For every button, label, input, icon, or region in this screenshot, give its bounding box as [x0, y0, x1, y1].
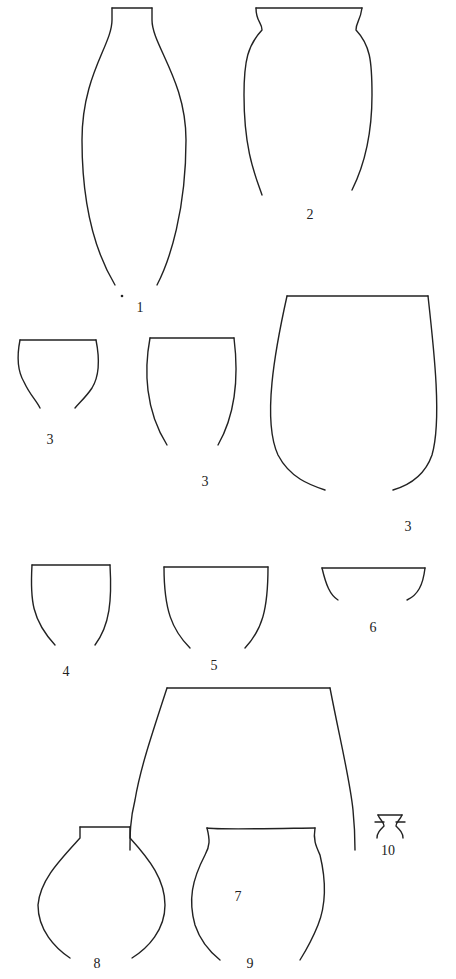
vessel-7 — [130, 688, 355, 850]
figure-number: 10 — [381, 843, 395, 859]
figure-number: 3 — [47, 432, 54, 448]
figure-number: 9 — [247, 956, 254, 972]
figure-number: 7 — [235, 889, 242, 905]
vessel-8 — [38, 827, 165, 958]
vessel-3c — [271, 296, 437, 490]
vessel-6 — [322, 568, 425, 600]
figure-number: 5 — [211, 658, 218, 674]
vessel-5 — [164, 567, 268, 648]
figure-number: 8 — [94, 956, 101, 972]
vessel-4 — [31, 565, 110, 645]
figure-number: 1 — [137, 300, 144, 316]
vessel-10 — [375, 815, 405, 838]
stray-dot — [121, 295, 124, 298]
vessel-3a — [18, 340, 98, 408]
vessel-2 — [244, 8, 372, 195]
vessel-3b — [147, 338, 236, 445]
figure-number: 3 — [405, 519, 412, 535]
figure-number: 2 — [307, 207, 314, 223]
figure-number: 3 — [202, 474, 209, 490]
figure-number: 4 — [63, 664, 70, 680]
vessel-9 — [192, 828, 325, 960]
vessel-1 — [82, 8, 186, 285]
figure-number: 6 — [370, 620, 377, 636]
